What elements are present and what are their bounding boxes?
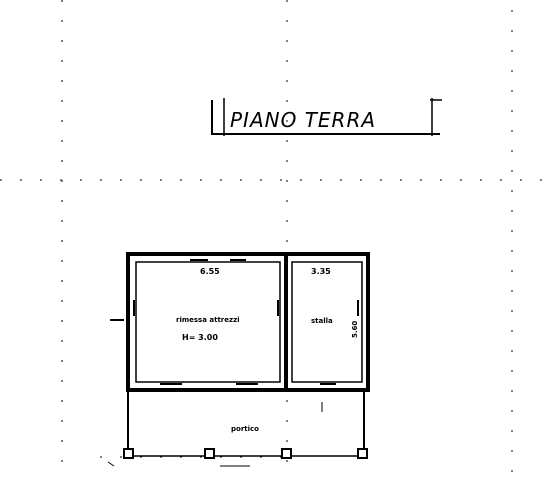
room-stalla-name: stalla: [311, 317, 333, 325]
reference-gridlines: [0, 0, 546, 480]
portico-pillars: [123, 448, 368, 459]
room-rimessa-height: H= 3.00: [182, 333, 218, 342]
stray-marks: [107, 402, 323, 467]
title-block: PIANO TERRA: [211, 98, 442, 136]
building-walls: [126, 252, 370, 457]
room-stalla-width: 3.35: [311, 267, 331, 276]
room-portico-name: portico: [231, 425, 259, 433]
drawing-title: PIANO TERRA: [230, 108, 376, 132]
room-stalla-depth: 5.60: [351, 321, 359, 338]
openings: [110, 259, 359, 385]
room-rimessa-width: 6.55: [200, 267, 220, 276]
room-rimessa-name: rimessa attrezzi: [176, 316, 240, 324]
